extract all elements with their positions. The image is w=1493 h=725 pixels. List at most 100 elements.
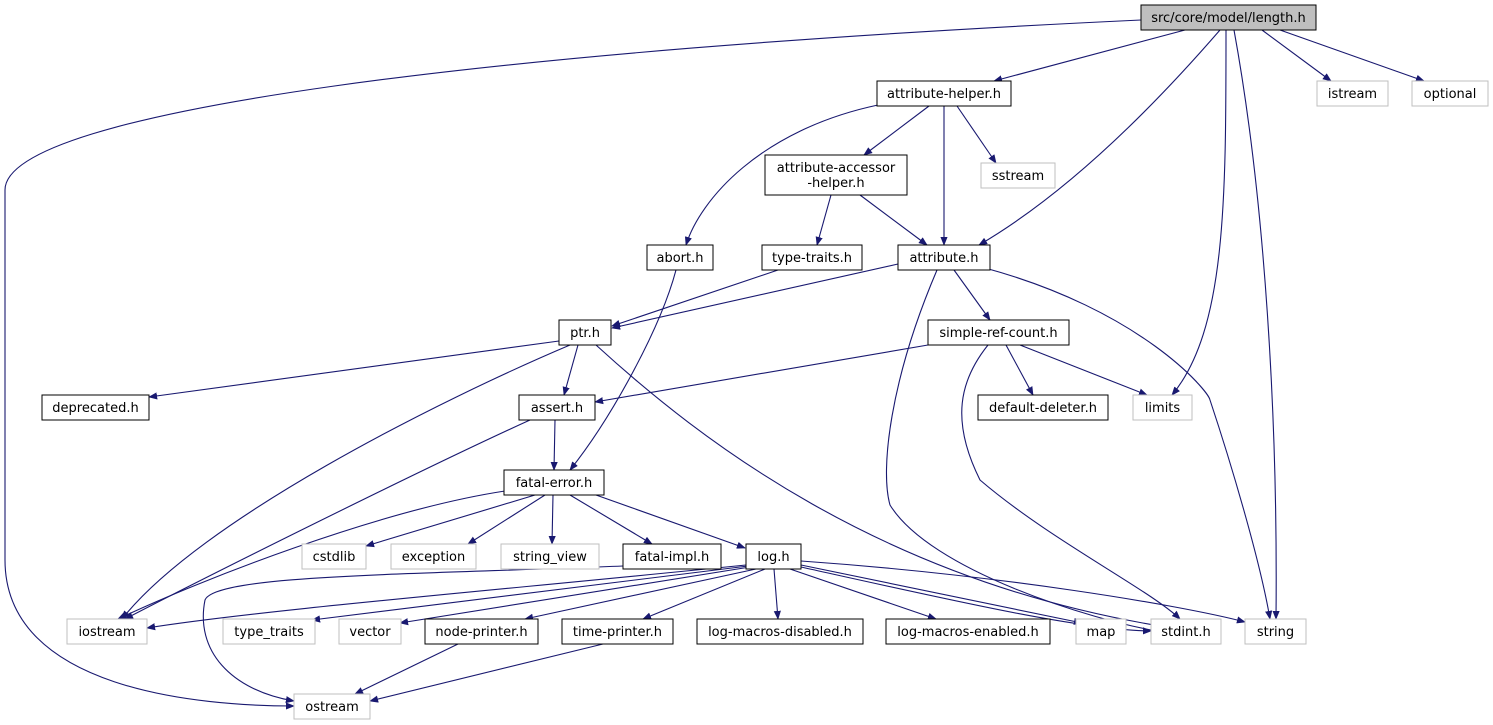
edge-abort-to-fatal-error bbox=[569, 269, 677, 471]
node-type-traits[interactable]: type-traits.h bbox=[761, 244, 863, 271]
node-label-attribute-accessor-helper-line-2: -helper.h bbox=[807, 176, 864, 191]
node-simple-ref-count[interactable]: simple-ref-count.h bbox=[927, 319, 1070, 346]
edge-attribute-to-ptr bbox=[611, 263, 899, 330]
edge-time-printer-to-ostream bbox=[369, 643, 604, 703]
edge-log-to-log-macros-disabled bbox=[773, 568, 781, 620]
node-box-fatal-error bbox=[503, 469, 605, 496]
node-ptr[interactable]: ptr.h bbox=[558, 319, 612, 346]
edge-length-to-string bbox=[1233, 29, 1280, 620]
node-box-attribute-helper bbox=[876, 80, 1012, 107]
node-label-vector: vector bbox=[349, 625, 391, 640]
node-box-stdint bbox=[1150, 618, 1222, 645]
node-box-deprecated bbox=[41, 394, 150, 421]
node-log-macros-disabled[interactable]: log-macros-disabled.h bbox=[696, 618, 864, 645]
node-box-type-traits bbox=[761, 244, 863, 271]
node-box-abort bbox=[646, 244, 714, 271]
node-cstdlib[interactable]: cstdlib bbox=[301, 543, 367, 570]
node-label-ptr: ptr.h bbox=[570, 326, 600, 341]
node-attribute-helper[interactable]: attribute-helper.h bbox=[876, 80, 1012, 107]
node-attribute-accessor-helper[interactable]: attribute-accessor-helper.h bbox=[764, 154, 908, 196]
node-box-optional bbox=[1411, 80, 1489, 107]
edge-ptr-to-assert bbox=[562, 344, 579, 396]
edge-simple-ref-count-to-assert bbox=[594, 344, 929, 405]
node-default-deleter[interactable]: default-deleter.h bbox=[977, 394, 1109, 421]
node-box-vector bbox=[338, 618, 402, 645]
edge-attribute-accessor-helper-to-type-traits bbox=[815, 194, 832, 246]
node-box-node-printer bbox=[424, 618, 539, 645]
node-box-assert bbox=[518, 394, 596, 421]
node-iostream[interactable]: iostream bbox=[66, 618, 148, 645]
edge-fatal-impl-to-ostream bbox=[202, 565, 624, 704]
edge-fatal-error-to-cstdlib bbox=[365, 494, 536, 548]
node-box-fatal-impl bbox=[622, 543, 722, 570]
node-exception[interactable]: exception bbox=[390, 543, 477, 570]
edge-fatal-error-to-log bbox=[595, 494, 746, 549]
node-box-log-macros-disabled bbox=[696, 618, 864, 645]
node-string[interactable]: string bbox=[1244, 618, 1307, 645]
node-label-length: src/core/model/length.h bbox=[1151, 11, 1306, 26]
edge-simple-ref-count-to-stdint bbox=[961, 344, 1181, 620]
node-stdint[interactable]: stdint.h bbox=[1150, 618, 1222, 645]
node-box-default-deleter bbox=[977, 394, 1109, 421]
node-type_traits[interactable]: type_traits bbox=[222, 618, 316, 645]
node-box-cstdlib bbox=[301, 543, 367, 570]
node-box-istream bbox=[1316, 80, 1389, 107]
node-time-printer[interactable]: time-printer.h bbox=[561, 618, 674, 645]
edge-attribute-helper-to-abort bbox=[684, 104, 879, 246]
node-label-string_view: string_view bbox=[513, 550, 587, 565]
node-box-map bbox=[1075, 618, 1127, 645]
edge-assert-to-iostream bbox=[124, 419, 531, 620]
edge-length-to-ostream bbox=[4, 19, 1142, 710]
node-label-optional: optional bbox=[1424, 87, 1477, 102]
edge-ptr-to-deprecated bbox=[148, 340, 560, 400]
edge-fatal-error-to-fatal-impl bbox=[569, 494, 653, 545]
node-label-type_traits: type_traits bbox=[234, 625, 304, 640]
node-label-ostream: ostream bbox=[305, 700, 359, 715]
node-label-stdint: stdint.h bbox=[1161, 625, 1210, 640]
node-label-map: map bbox=[1087, 625, 1116, 640]
edge-log-to-log-macros-enabled bbox=[789, 568, 937, 620]
node-label-node-printer: node-printer.h bbox=[435, 625, 527, 640]
node-map[interactable]: map bbox=[1075, 618, 1127, 645]
edge-fatal-error-to-iostream bbox=[117, 490, 506, 620]
node-sstream[interactable]: sstream bbox=[980, 162, 1056, 189]
node-istream[interactable]: istream bbox=[1316, 80, 1389, 107]
node-fatal-impl[interactable]: fatal-impl.h bbox=[622, 543, 722, 570]
edge-assert-to-fatal-error bbox=[550, 419, 558, 471]
node-string_view[interactable]: string_view bbox=[500, 543, 600, 570]
node-box-string bbox=[1244, 618, 1307, 645]
node-log[interactable]: log.h bbox=[745, 543, 802, 570]
edge-simple-ref-count-to-limits bbox=[1019, 344, 1148, 396]
node-log-macros-enabled[interactable]: log-macros-enabled.h bbox=[885, 618, 1051, 645]
node-fatal-error[interactable]: fatal-error.h bbox=[503, 469, 605, 496]
node-label-simple-ref-count: simple-ref-count.h bbox=[939, 326, 1057, 341]
node-label-attribute-helper: attribute-helper.h bbox=[887, 87, 1001, 102]
node-box-time-printer bbox=[561, 618, 674, 645]
edge-log-to-map bbox=[800, 564, 1083, 625]
edge-length-to-attribute bbox=[978, 29, 1221, 246]
node-label-log-macros-enabled: log-macros-enabled.h bbox=[897, 625, 1038, 640]
node-label-type-traits: type-traits.h bbox=[772, 251, 852, 266]
node-box-iostream bbox=[66, 618, 148, 645]
node-attribute[interactable]: attribute.h bbox=[897, 244, 991, 271]
node-label-fatal-error: fatal-error.h bbox=[516, 476, 593, 491]
edge-log-to-vector bbox=[399, 566, 751, 626]
node-label-iostream: iostream bbox=[78, 625, 135, 640]
node-label-string: string bbox=[1257, 625, 1294, 640]
node-deprecated[interactable]: deprecated.h bbox=[41, 394, 150, 421]
node-length[interactable]: src/core/model/length.h bbox=[1140, 4, 1317, 31]
node-vector[interactable]: vector bbox=[338, 618, 402, 645]
node-assert[interactable]: assert.h bbox=[518, 394, 596, 421]
node-box-limits bbox=[1132, 394, 1193, 421]
node-label-cstdlib: cstdlib bbox=[313, 550, 356, 565]
node-box-simple-ref-count bbox=[927, 319, 1070, 346]
node-optional[interactable]: optional bbox=[1411, 80, 1489, 107]
node-abort[interactable]: abort.h bbox=[646, 244, 714, 271]
node-limits[interactable]: limits bbox=[1132, 394, 1193, 421]
edge-length-to-limits bbox=[1171, 29, 1227, 396]
node-box-attribute-accessor-helper bbox=[764, 154, 908, 196]
node-ostream[interactable]: ostream bbox=[293, 693, 371, 720]
edge-fatal-error-to-exception bbox=[467, 494, 546, 545]
node-node-printer[interactable]: node-printer.h bbox=[424, 618, 539, 645]
